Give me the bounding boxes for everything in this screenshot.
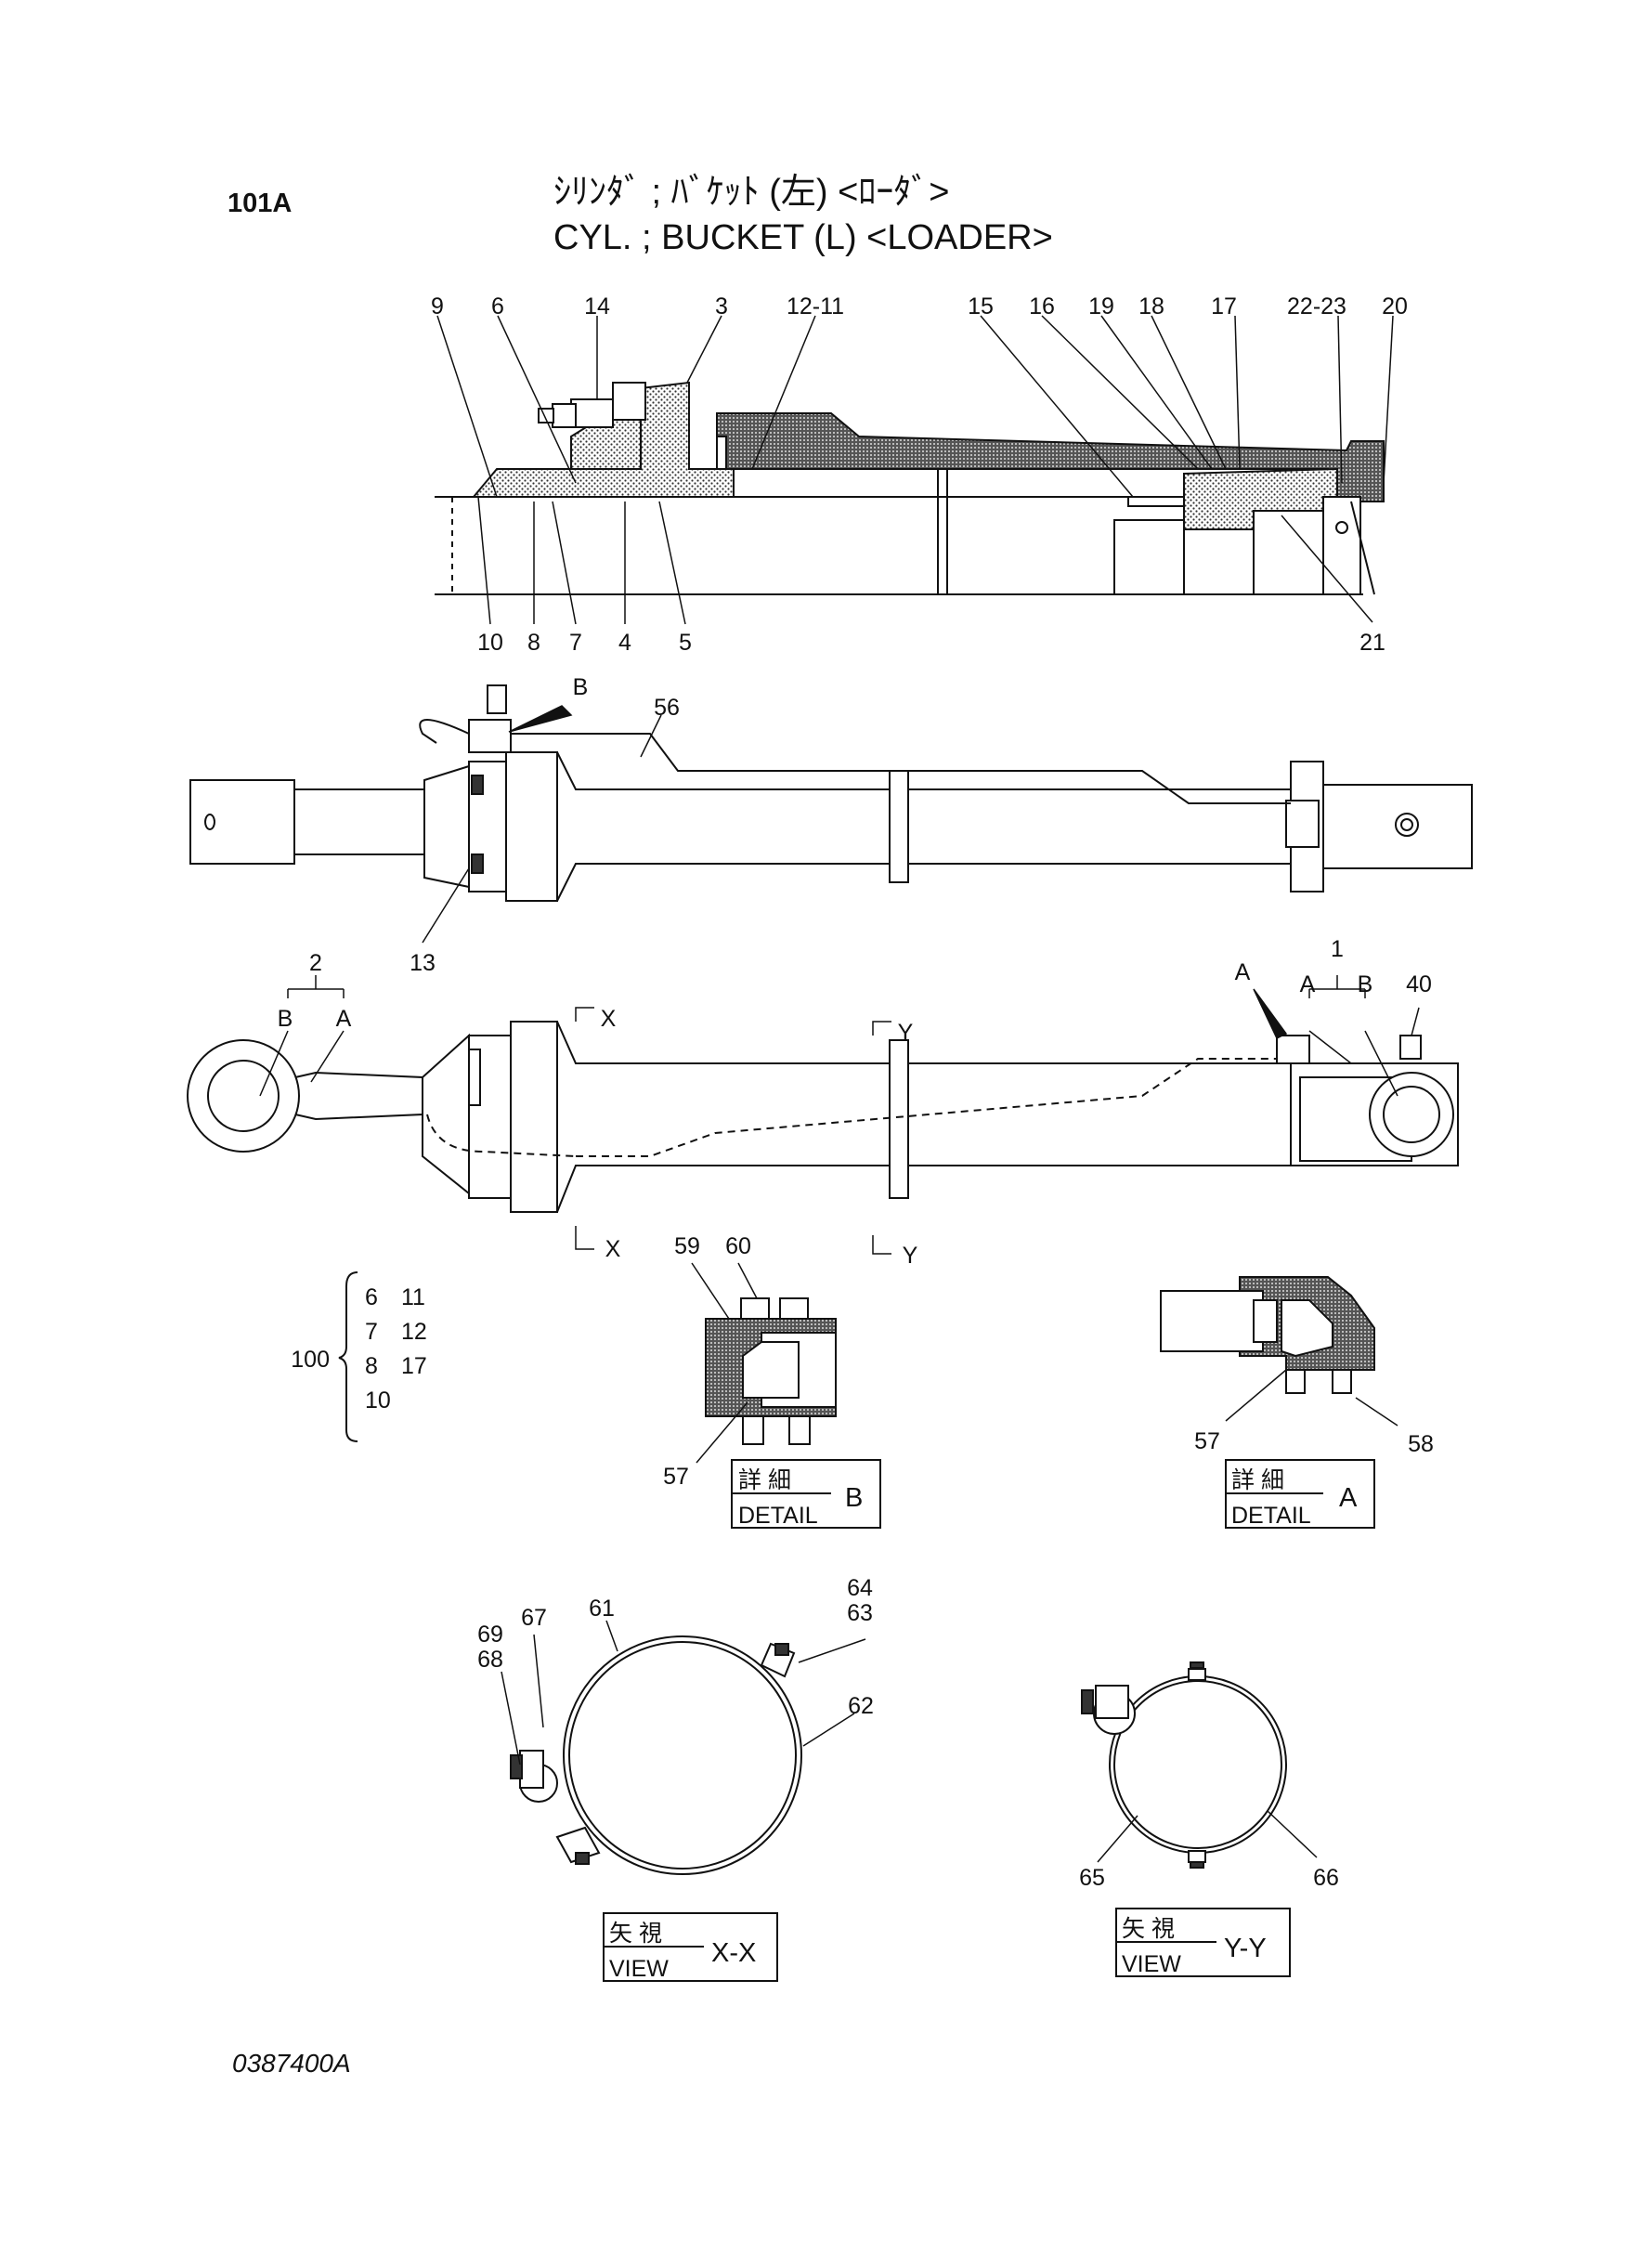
svg-text:A: A	[1235, 959, 1251, 985]
svg-text:67: 67	[521, 1605, 547, 1631]
svg-text:62: 62	[848, 1693, 874, 1719]
svg-text:12: 12	[401, 1319, 427, 1345]
view-x-callouts: 64 63 67 61 69 68 62	[477, 1575, 874, 1719]
kit-list: 100 6 11 7 12 8 17 10	[291, 1271, 427, 1442]
svg-text:B: B	[573, 674, 589, 700]
view-x-drawing	[510, 1635, 802, 1875]
svg-text:19: 19	[1088, 293, 1114, 319]
svg-text:B: B	[1358, 971, 1373, 997]
svg-text:59: 59	[674, 1233, 700, 1259]
side-leaders	[422, 705, 662, 944]
svg-text:1: 1	[1331, 936, 1344, 962]
view-x-box: 矢 視 VIEW X-X	[603, 1912, 778, 1982]
svg-text:3: 3	[715, 293, 728, 319]
svg-text:矢 視: 矢 視	[1122, 1916, 1175, 1942]
view-x-leaders	[501, 1620, 866, 1765]
svg-text:Y-Y: Y-Y	[1224, 1934, 1267, 1963]
svg-text:61: 61	[589, 1596, 615, 1622]
svg-text:40: 40	[1406, 971, 1432, 997]
svg-text:18: 18	[1138, 293, 1164, 319]
detail-b-box: 詳 細 DETAIL B	[731, 1459, 881, 1529]
svg-text:63: 63	[847, 1600, 873, 1626]
svg-text:22-23: 22-23	[1287, 293, 1346, 319]
svg-text:20: 20	[1382, 293, 1408, 319]
svg-text:57: 57	[663, 1464, 689, 1490]
svg-text:10: 10	[365, 1388, 391, 1414]
svg-text:VIEW: VIEW	[1122, 1951, 1181, 1977]
view-y-drawing	[1081, 1661, 1287, 1869]
page-code: 101A	[228, 189, 293, 218]
detail-b-callouts: 59 60 57	[663, 1233, 751, 1490]
svg-text:7: 7	[365, 1319, 378, 1345]
svg-text:64: 64	[847, 1575, 873, 1601]
title-english: CYL. ; BUCKET (L) <LOADER>	[553, 218, 1053, 257]
plan-leaders	[259, 975, 1420, 1255]
svg-text:5: 5	[679, 630, 692, 656]
svg-text:69: 69	[477, 1622, 503, 1648]
svg-text:56: 56	[654, 695, 680, 721]
svg-text:A: A	[1300, 971, 1316, 997]
svg-text:7: 7	[569, 630, 582, 656]
svg-text:A: A	[1339, 1483, 1358, 1513]
svg-text:12-11: 12-11	[787, 293, 844, 319]
svg-text:X: X	[605, 1236, 621, 1262]
side-view	[189, 684, 1473, 902]
svg-text:60: 60	[725, 1233, 751, 1259]
svg-text:X-X: X-X	[711, 1938, 756, 1968]
svg-text:58: 58	[1408, 1431, 1434, 1457]
svg-text:詳 細: 詳 細	[1231, 1467, 1284, 1493]
drawing-number: 0387400A	[232, 2049, 351, 2078]
svg-text:13: 13	[410, 950, 436, 976]
section-callouts: 9 6 14 3 12-11 15 16 19 18 17 22-23 20 1…	[431, 293, 1408, 656]
svg-text:16: 16	[1029, 293, 1055, 319]
detail-a-drawing	[1160, 1276, 1375, 1394]
svg-text:6: 6	[365, 1284, 378, 1310]
detail-a-box: 詳 細 DETAIL A	[1225, 1459, 1375, 1529]
detail-b-drawing	[705, 1297, 837, 1445]
svg-text:68: 68	[477, 1647, 503, 1673]
plan-view	[187, 1021, 1459, 1213]
plan-callouts: 2 B A X Y A 1 A B 40 X Y	[278, 936, 1432, 1269]
svg-text:21: 21	[1359, 630, 1385, 656]
view-y-leaders	[1097, 1810, 1318, 1863]
view-y-box: 矢 視 VIEW Y-Y	[1115, 1908, 1291, 1977]
view-y-callouts: 65 66	[1079, 1865, 1339, 1891]
section-leaders	[436, 315, 1394, 625]
svg-text:8: 8	[365, 1353, 378, 1379]
svg-text:Y: Y	[898, 1020, 914, 1046]
svg-text:矢 視: 矢 視	[609, 1921, 662, 1947]
svg-text:10: 10	[477, 630, 503, 656]
detail-a-callouts: 57 58	[1194, 1428, 1434, 1457]
svg-text:8: 8	[527, 630, 540, 656]
svg-text:65: 65	[1079, 1865, 1105, 1891]
svg-text:B: B	[278, 1006, 293, 1032]
side-callouts: B 56 13	[410, 674, 680, 976]
svg-text:A: A	[336, 1006, 352, 1032]
svg-text:X: X	[601, 1006, 617, 1032]
svg-text:11: 11	[401, 1284, 425, 1310]
svg-text:57: 57	[1194, 1428, 1220, 1454]
svg-text:9: 9	[431, 293, 444, 319]
svg-text:17: 17	[401, 1353, 427, 1379]
svg-text:Y: Y	[903, 1243, 918, 1269]
detail-a-leaders	[1225, 1369, 1398, 1427]
svg-text:VIEW: VIEW	[609, 1956, 669, 1982]
svg-text:4: 4	[618, 630, 631, 656]
svg-text:DETAIL: DETAIL	[1231, 1503, 1311, 1529]
svg-text:詳 細: 詳 細	[738, 1467, 791, 1493]
svg-text:14: 14	[584, 293, 610, 319]
svg-text:2: 2	[309, 950, 322, 976]
title-japanese: ｼﾘﾝﾀﾞ ; ﾊﾞｹｯﾄ (左) <ﾛｰﾀﾞ>	[553, 173, 950, 212]
svg-text:100: 100	[291, 1347, 330, 1373]
section-view	[435, 381, 1385, 595]
svg-text:B: B	[845, 1483, 863, 1513]
detail-b-leaders	[691, 1262, 758, 1464]
svg-text:6: 6	[491, 293, 504, 319]
svg-text:DETAIL: DETAIL	[738, 1503, 818, 1529]
svg-text:66: 66	[1313, 1865, 1339, 1891]
svg-text:17: 17	[1211, 293, 1237, 319]
svg-text:15: 15	[968, 293, 994, 319]
